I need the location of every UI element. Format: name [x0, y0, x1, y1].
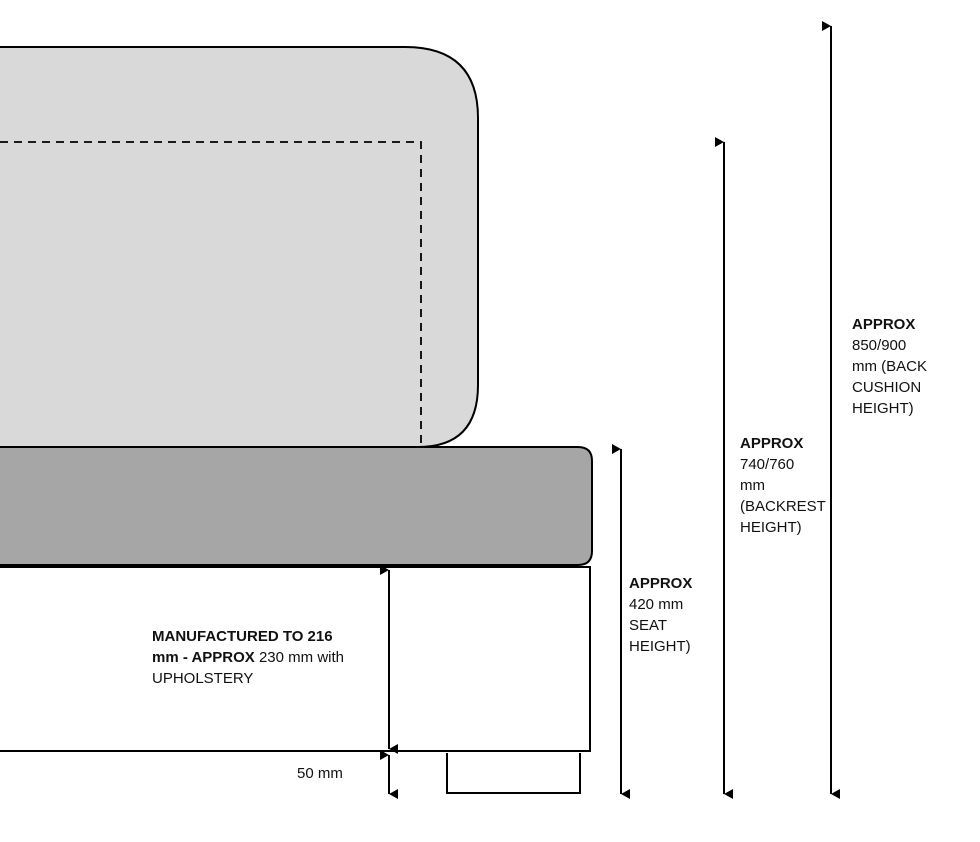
- back-cushion-approx: APPROX: [852, 316, 916, 333]
- leg-value: 50 mm: [297, 765, 343, 782]
- leg-height-label: 50 mm: [297, 763, 343, 784]
- seat-value: 420 mm: [629, 596, 684, 613]
- backrest-outline: [0, 141, 422, 447]
- back-cushion: [0, 46, 479, 448]
- base-value: 230 mm with: [254, 649, 344, 666]
- seat-approx: APPROX: [629, 575, 693, 592]
- base-manufactured: MANUFACTURED TO 216: [152, 628, 333, 645]
- seat-desc1: SEAT: [629, 617, 668, 634]
- backrest-approx: APPROX: [740, 435, 804, 452]
- base-approx: mm - APPROX: [152, 649, 255, 666]
- back-cushion-value: 850/900: [852, 337, 907, 354]
- backrest-desc2: HEIGHT): [740, 519, 802, 536]
- base-upholstery: UPHOLSTERY: [152, 670, 254, 687]
- back-cushion-desc2: HEIGHT): [852, 400, 914, 417]
- seat-cushion: [0, 446, 593, 566]
- base-height-label: MANUFACTURED TO 216 mm - APPROX 230 mm w…: [152, 626, 344, 689]
- seat-height-label: APPROX 420 mm SEAT HEIGHT): [629, 573, 692, 657]
- seat-desc2: HEIGHT): [629, 638, 691, 655]
- backrest-height-label: APPROX 740/760 mm (BACKREST HEIGHT): [740, 433, 826, 538]
- back-cushion-height-label: APPROX 850/900 mm (BACK CUSHION HEIGHT): [852, 314, 927, 419]
- back-cushion-unit: mm (BACK: [852, 358, 927, 375]
- back-cushion-desc1: CUSHION: [852, 379, 922, 396]
- sofa-base: [0, 566, 591, 752]
- sofa-leg: [446, 753, 581, 794]
- backrest-desc1: (BACKREST: [740, 498, 826, 515]
- backrest-value: 740/760: [740, 456, 795, 473]
- backrest-unit: mm: [740, 477, 765, 494]
